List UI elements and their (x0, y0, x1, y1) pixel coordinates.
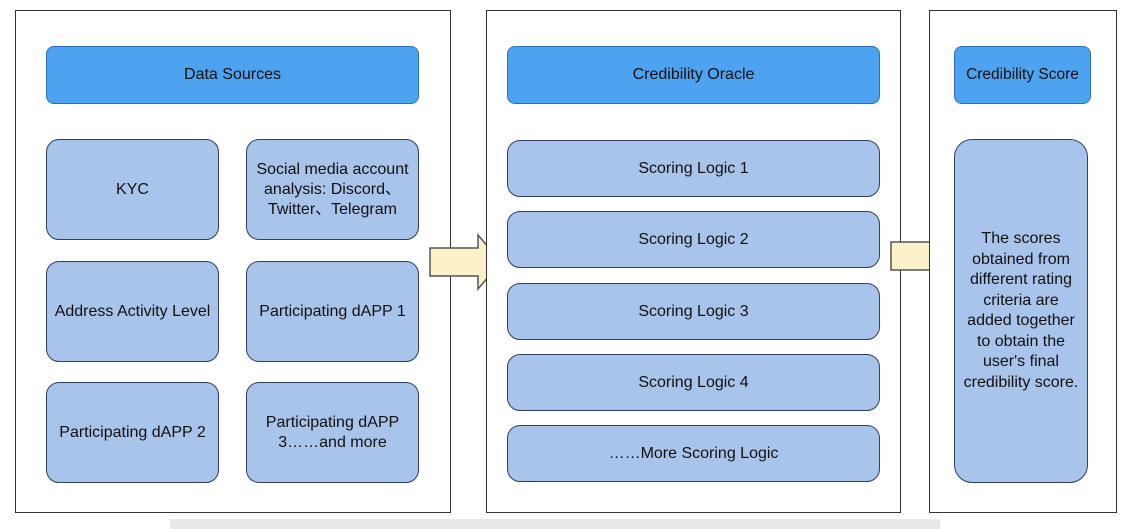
more-scoring-logic: ……More Scoring Logic (507, 425, 880, 482)
data-sources-header: Data Sources (46, 46, 419, 104)
scoring-logic-2: Scoring Logic 2 (507, 211, 880, 268)
credibility-score-description: The scores obtained from different ratin… (954, 139, 1088, 483)
scoring-logic-4: Scoring Logic 4 (507, 354, 880, 411)
scoring-logic-1: Scoring Logic 1 (507, 140, 880, 197)
scoring-logic-3: Scoring Logic 3 (507, 283, 880, 340)
source-kyc: KYC (46, 139, 219, 240)
source-social-media: Social media account analysis: Discord、T… (246, 139, 419, 240)
source-dapp-2: Participating dAPP 2 (46, 382, 219, 483)
credibility-oracle-header: Credibility Oracle (507, 46, 880, 104)
source-dapp-1: Participating dAPP 1 (246, 261, 419, 362)
source-address-activity: Address Activity Level (46, 261, 219, 362)
credibility-score-header: Credibility Score (954, 46, 1091, 104)
bottom-strip (170, 519, 940, 529)
source-dapp-3-and-more: Participating dAPP 3……and more (246, 382, 419, 483)
